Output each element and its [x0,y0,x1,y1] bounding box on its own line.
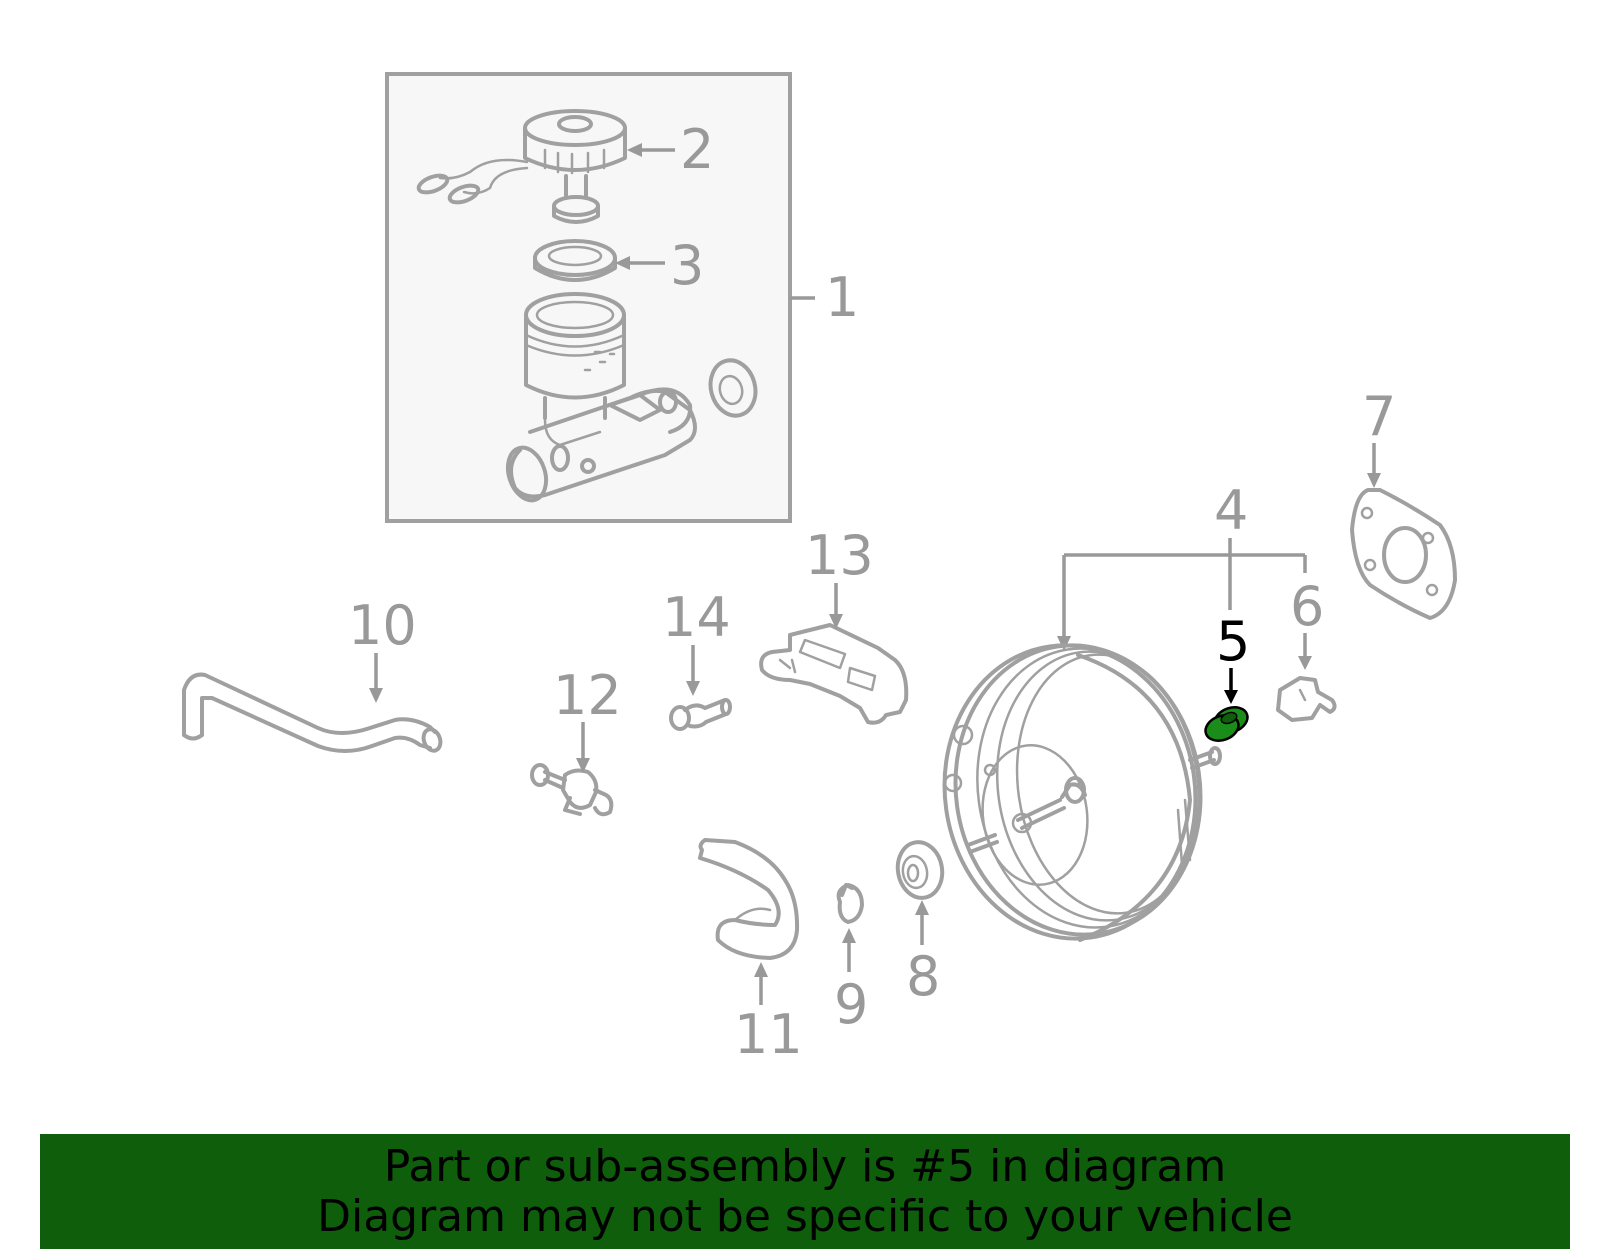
booster-bracket[interactable] [1276,676,1337,722]
hose-clip[interactable] [836,883,864,924]
banner-line-2: Diagram may not be specific to your vehi… [317,1191,1293,1242]
callout-9[interactable]: 9 [834,973,868,1036]
callout-12[interactable]: 12 [553,664,622,727]
booster-seal[interactable] [893,839,946,902]
reservoir-grommet[interactable] [705,355,762,420]
vacuum-hose-11[interactable] [698,838,800,960]
mounting-bracket[interactable] [759,623,909,725]
callout-2[interactable]: 2 [680,118,714,181]
callout-13[interactable]: 13 [805,524,874,587]
callout-5[interactable]: 5 [1216,610,1250,673]
master-cylinder-assembly[interactable] [385,72,792,523]
reservoir-cap[interactable] [416,109,627,224]
info-banner: Part or sub-assembly is #5 in diagram Di… [40,1134,1570,1249]
vacuum-hose-10[interactable] [182,672,443,754]
booster-gasket[interactable] [1350,488,1457,620]
reservoir-body[interactable] [524,292,626,420]
callout-6[interactable]: 6 [1290,575,1324,638]
bolt[interactable] [669,698,732,731]
callout-10[interactable]: 10 [348,594,417,657]
callout-14[interactable]: 14 [662,586,731,649]
callout-4[interactable]: 4 [1214,479,1248,542]
reservoir-seal[interactable] [533,239,617,282]
cylinder-body[interactable] [502,387,697,505]
callout-8[interactable]: 8 [906,945,940,1008]
brake-booster[interactable] [926,629,1222,955]
callout-3[interactable]: 3 [670,234,704,297]
callout-1[interactable]: 1 [825,266,859,329]
banner-line-1: Part or sub-assembly is #5 in diagram [383,1141,1227,1192]
check-valve[interactable] [530,763,614,817]
highlighted-part-5[interactable] [1202,703,1251,745]
callout-7[interactable]: 7 [1362,385,1396,448]
callout-11[interactable]: 11 [734,1003,803,1066]
